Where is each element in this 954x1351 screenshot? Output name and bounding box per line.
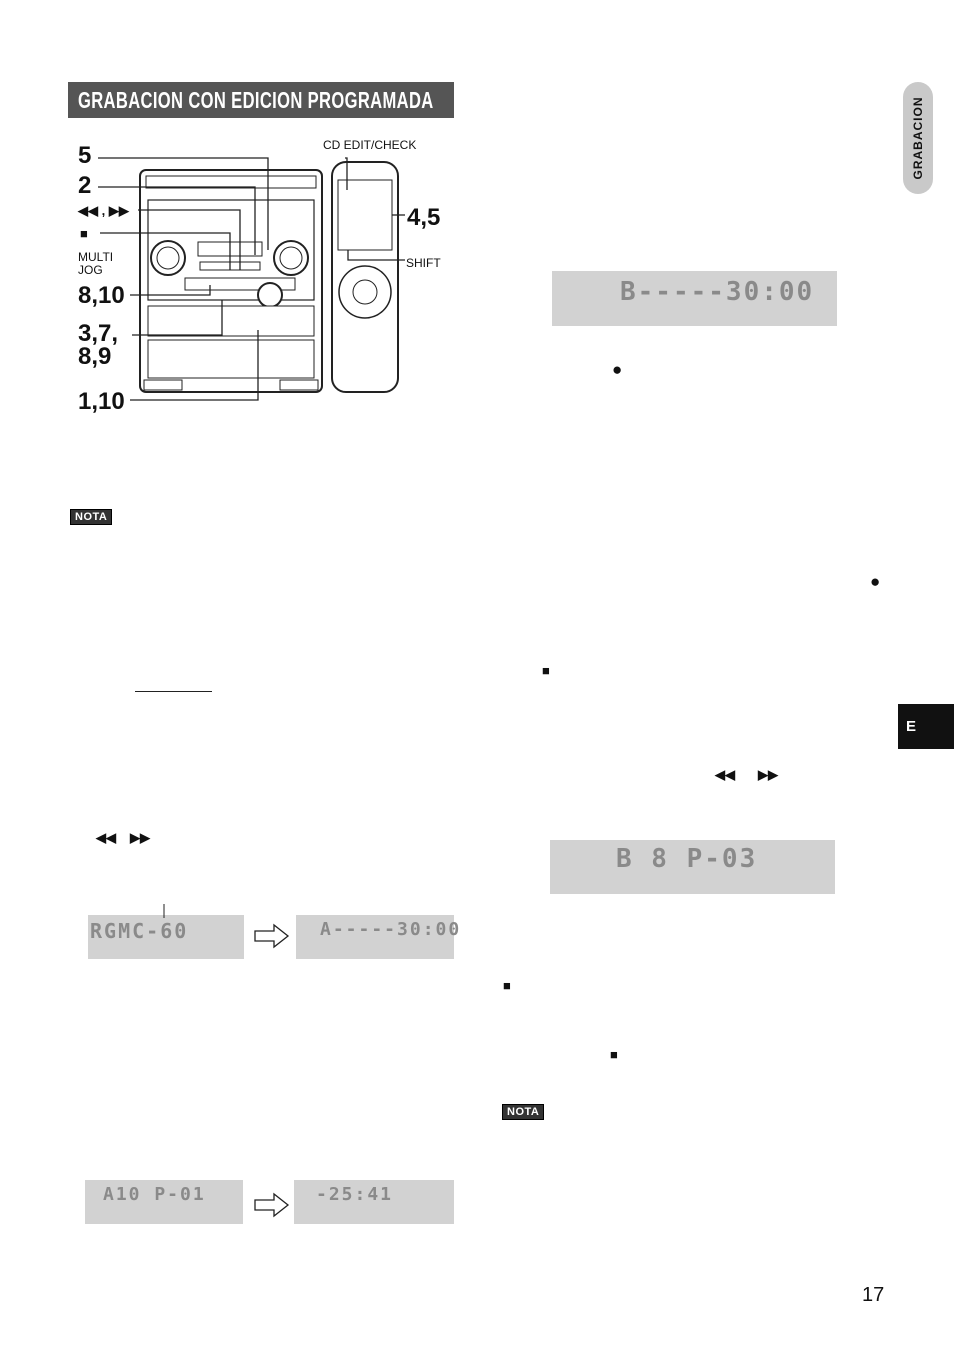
- section-title: GRABACION CON EDICION PROGRAMADA: [68, 82, 454, 118]
- step-label-8-9: 8,9: [78, 343, 112, 370]
- lcd-display-4: -25:41: [294, 1180, 454, 1224]
- note-badge: NOTA: [502, 1104, 545, 1120]
- note-badge: NOTA: [70, 509, 113, 525]
- device-diagram: 5 2 ◀◀ , ▶▶ ■ MULTI JOG 8,10 3,7, 8,9 1,…: [60, 130, 460, 420]
- lcd-display-2: A-----30:00: [296, 915, 459, 959]
- lcd-text: B-----30:00: [620, 277, 815, 307]
- lcd-text: A-----30:00: [320, 919, 462, 940]
- step-label-3-7: 3,7,: [78, 320, 119, 347]
- forward-symbol: ▶▶: [130, 830, 150, 845]
- forward-symbol: ▶▶: [758, 767, 778, 782]
- multi-jog-label: MULTI: [78, 250, 114, 264]
- multi-jog-label-2: JOG: [78, 263, 103, 277]
- lcd-display-1: RGMC-60: [88, 915, 244, 959]
- rewind-symbol: ◀◀: [96, 830, 116, 845]
- step-label-8-10: 8,10: [78, 282, 125, 309]
- rewind-symbol: ◀◀: [715, 767, 735, 782]
- stop-symbol: ■: [80, 226, 88, 241]
- stop-symbol: ■: [542, 663, 550, 678]
- lcd-display-6: B 8 P-03: [550, 840, 835, 894]
- arrow-right-icon: [254, 1192, 290, 1218]
- side-tab-label: GRABACION: [911, 96, 925, 180]
- step-label-1-10: 1,10: [78, 388, 125, 415]
- language-tab: E: [898, 704, 954, 749]
- cd-edit-check-label: CD EDIT/CHECK: [323, 138, 417, 152]
- underline-rule: [135, 691, 212, 692]
- page-number: 17: [862, 1284, 885, 1306]
- step-label-4-5: 4,5: [407, 204, 441, 231]
- lcd-text: -25:41: [316, 1184, 394, 1205]
- lcd-display-5: B-----30:00: [552, 271, 837, 326]
- stop-symbol: ■: [610, 1047, 618, 1062]
- shift-label: SHIFT: [406, 256, 441, 270]
- step-label-2: 2: [78, 172, 92, 199]
- lcd-text: B 8 P-03: [616, 844, 758, 874]
- record-symbol: ●: [870, 572, 881, 591]
- record-symbol: ●: [612, 360, 623, 379]
- stop-symbol: ■: [503, 978, 511, 993]
- step-label-5: 5: [78, 142, 92, 169]
- callout-line: [163, 904, 165, 918]
- skip-label: ◀◀ , ▶▶: [78, 203, 129, 218]
- lcd-text: RGMC-60: [90, 919, 189, 943]
- lcd-display-3: A10 P-01: [85, 1180, 243, 1224]
- stereo-unit-illustration: [98, 157, 405, 401]
- arrow-right-icon: [254, 923, 290, 949]
- lcd-text: A10 P-01: [103, 1184, 206, 1205]
- side-tab: GRABACION: [903, 82, 933, 194]
